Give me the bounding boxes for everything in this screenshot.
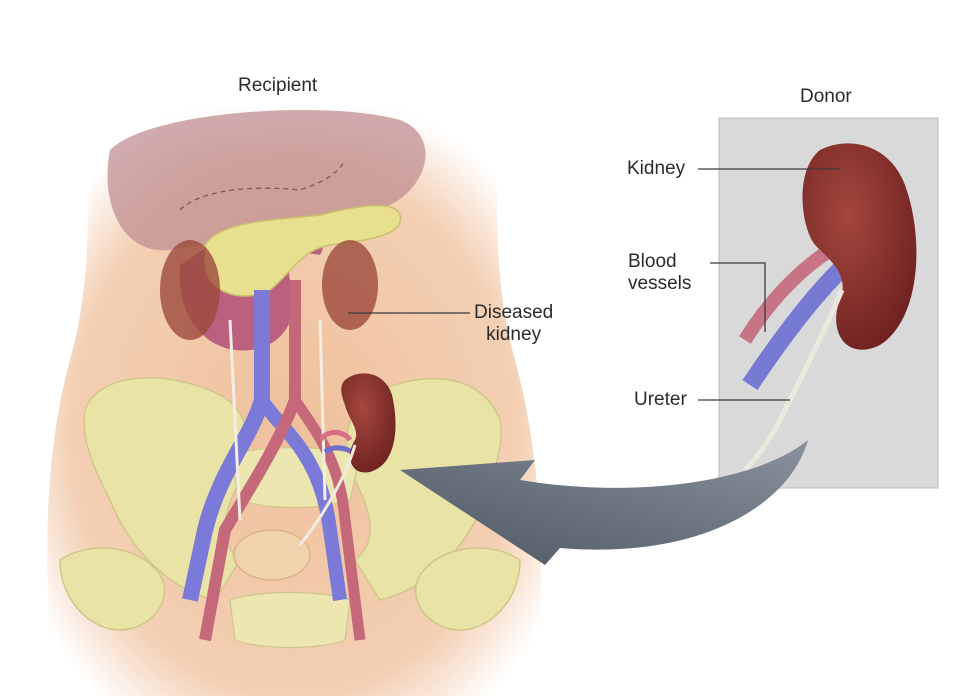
donor-label: Donor: [800, 86, 852, 107]
recipient-label: Recipient: [238, 75, 318, 96]
donor-kidney: [802, 143, 917, 350]
transplant-arrow: [400, 440, 808, 565]
ureter-label: Ureter: [634, 389, 687, 410]
donor-ureter: [743, 289, 845, 472]
kidney-label: Kidney: [627, 158, 686, 179]
blood-vessels-leader-line: [710, 262, 766, 332]
transplanted-kidney: [298, 373, 396, 546]
native-kidney-right: [322, 240, 378, 330]
blood-vessels-label-line1: Blood: [628, 251, 677, 272]
liver-outline: [179, 159, 346, 211]
diseased-kidney-label-line2: kidney: [486, 324, 542, 345]
native-kidney-left: [160, 240, 220, 340]
blood-vessels-label-line2: vessels: [628, 273, 692, 294]
recipient-blood-vessels: [182, 280, 366, 642]
donor-blood-vessels: [739, 244, 847, 390]
diseased-kidney-label-line1: Diseased: [474, 302, 554, 323]
bladder: [233, 529, 311, 581]
diseased-kidney-label: Diseased kidney: [474, 302, 553, 346]
blood-vessels-label: Blood vessels: [628, 251, 691, 295]
